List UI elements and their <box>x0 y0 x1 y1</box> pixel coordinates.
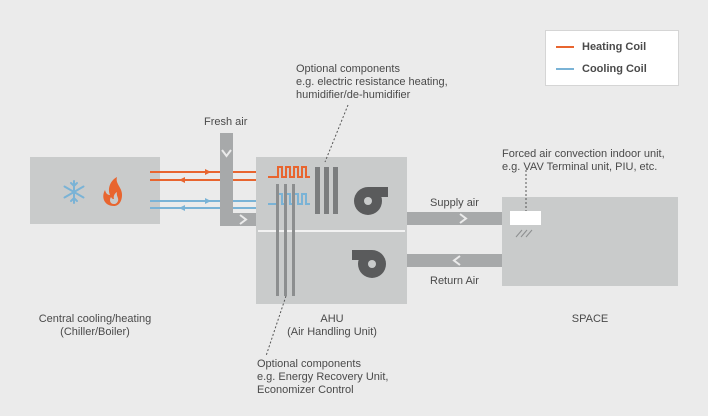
terminal-unit <box>510 211 541 238</box>
space-box <box>502 197 678 286</box>
fresh-air-label: Fresh air <box>204 116 248 128</box>
supply-air-label: Supply air <box>430 197 479 209</box>
central-plant-box <box>30 157 160 224</box>
filter-bars <box>276 184 295 296</box>
legend-heating-label: Heating Coil <box>582 41 647 53</box>
optional-components-top-label: Optional components e.g. electric resist… <box>296 63 448 101</box>
supply-air-duct <box>407 212 502 225</box>
heating-supply-arrow <box>205 169 211 175</box>
legend-cooling: Cooling Coil <box>556 62 647 76</box>
fresh-air-duct <box>220 133 256 226</box>
cooling-return-arrow <box>179 205 185 211</box>
optional-component-bars <box>315 167 338 214</box>
cooling-supply-arrow <box>205 198 211 204</box>
fan-icon <box>354 187 388 215</box>
ahu-label: AHU (Air Handling Unit) <box>287 313 377 338</box>
heating-return-arrow <box>179 177 185 183</box>
legend: Heating Coil Cooling Coil <box>545 30 679 86</box>
return-air-duct <box>407 254 502 267</box>
leader-lines <box>265 104 527 357</box>
optional-components-bottom-label: Optional components e.g. Energy Recovery… <box>257 358 389 396</box>
legend-cooling-swatch <box>556 68 574 70</box>
return-air-label: Return Air <box>430 275 479 287</box>
legend-heating: Heating Coil <box>556 40 646 54</box>
flame-inner <box>110 192 119 204</box>
heating-coil-icon <box>268 166 310 178</box>
legend-cooling-label: Cooling Coil <box>582 63 647 75</box>
return-fan-icon <box>352 250 386 278</box>
central-plant-label: Central cooling/heating (Chiller/Boiler) <box>38 313 152 338</box>
snowflake-icon <box>63 180 85 204</box>
legend-heating-swatch <box>556 46 574 48</box>
terminal-unit-label: Forced air convection indoor unit, e.g. … <box>502 148 665 173</box>
space-label: SPACE <box>571 313 609 325</box>
